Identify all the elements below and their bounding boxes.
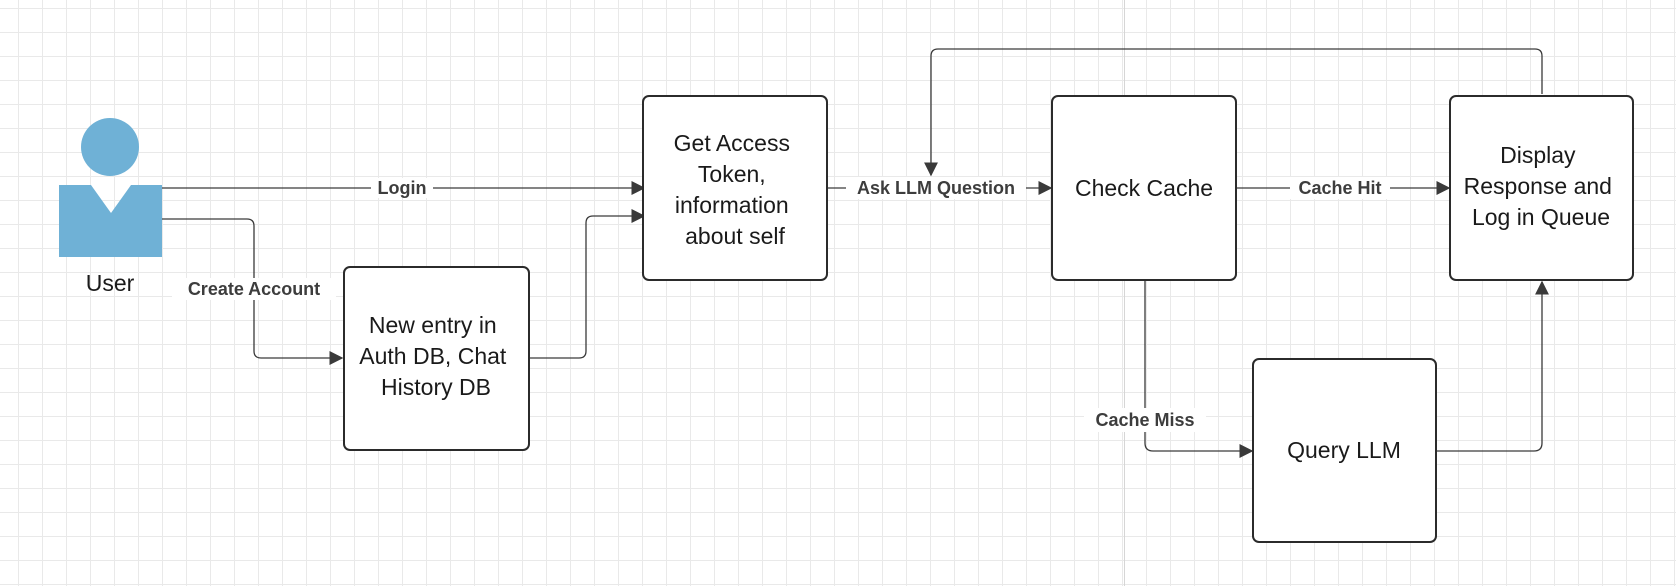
edge-create-account[interactable]: Create Account (162, 218, 344, 365)
edge-cache-miss[interactable]: Cache Miss (1084, 281, 1254, 458)
node-access-token[interactable]: Get Access Token, information about self (642, 95, 828, 281)
edge-label-cache-hit: Cache Hit (1298, 178, 1381, 198)
node-display[interactable]: Display Response and Log in Queue (1449, 95, 1634, 281)
edge-ask-question[interactable]: Ask LLM Question (828, 177, 1053, 199)
edge-label-login: Login (378, 178, 427, 198)
node-display-label: Display Response and Log in Queue (1464, 142, 1619, 230)
node-query-llm[interactable]: Query LLM (1252, 358, 1437, 543)
user-label: User (86, 270, 135, 296)
edge-label-create-account: Create Account (188, 279, 320, 299)
edge-new-entry-to-token[interactable] (530, 209, 646, 359)
node-new-entry-label: New entry in Auth DB, Chat History DB (359, 312, 512, 400)
edge-query-to-display[interactable] (1436, 280, 1549, 452)
edge-cache-hit[interactable]: Cache Hit (1237, 177, 1451, 199)
node-check-cache[interactable]: Check Cache (1051, 95, 1237, 281)
node-new-entry[interactable]: New entry in Auth DB, Chat History DB (343, 266, 530, 451)
node-query-llm-label: Query LLM (1287, 437, 1401, 463)
user-actor[interactable]: User (59, 118, 162, 296)
user-icon (59, 118, 162, 257)
node-access-token-label: Get Access Token, information about self (674, 130, 797, 249)
edge-login[interactable]: Login (162, 178, 646, 198)
grid-guide-line (1124, 0, 1125, 586)
edge-label-cache-miss: Cache Miss (1095, 410, 1194, 430)
node-check-cache-label: Check Cache (1075, 175, 1213, 201)
edge-loop-back[interactable] (924, 48, 1543, 177)
edge-label-ask-question: Ask LLM Question (857, 178, 1015, 198)
